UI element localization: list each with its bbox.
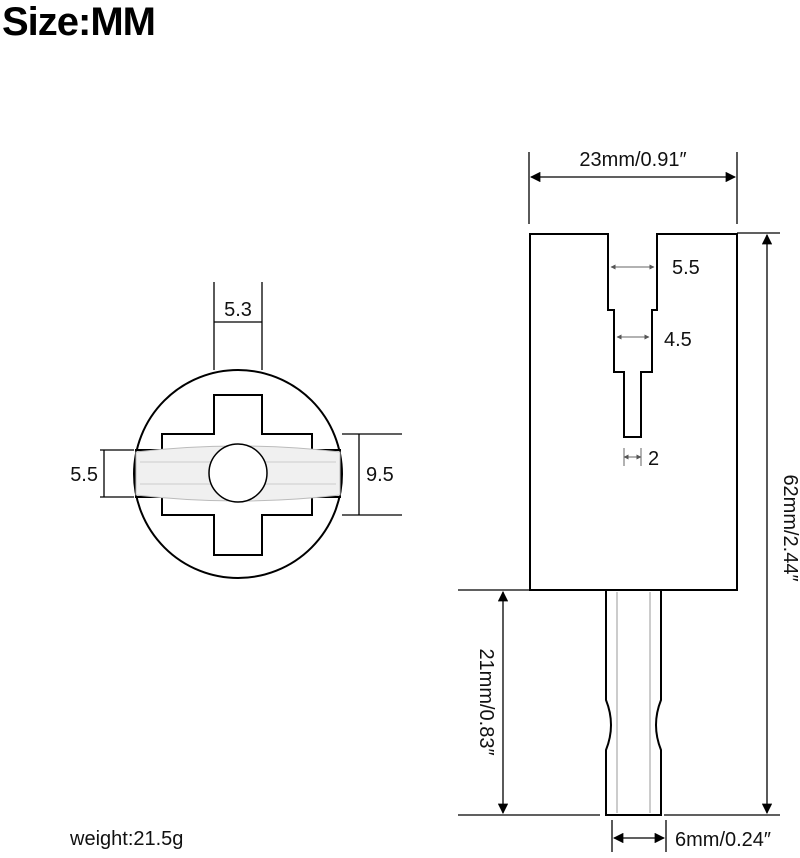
dim-slot-width-3: 2: [648, 448, 659, 470]
dim-slot-width-2: 4.5: [664, 329, 692, 351]
dim-total-height: 62mm/2.44″: [779, 474, 800, 581]
side-view-shaft: [605, 589, 662, 816]
dim-shaft-length: 21mm/0.83″: [475, 648, 497, 755]
dim-slot-width-1: 5.5: [672, 257, 700, 279]
total-height-dimension: [664, 232, 780, 816]
front-view: [133, 369, 343, 579]
shaft-length-dimension: [458, 589, 600, 816]
dim-top-width: 23mm/0.91″: [579, 149, 686, 171]
dim-slot-top-width: 5.3: [224, 299, 252, 321]
dim-shaft-width: 6mm/0.24″: [675, 829, 771, 851]
weight-label: weight:21.5g: [69, 828, 183, 850]
slot-dimensions: [610, 264, 655, 466]
shaft-width-dimension: [611, 820, 667, 852]
size-unit-title: Size:MM: [2, 0, 156, 44]
front-view-dimensions: [100, 282, 402, 516]
top-width-dimension: [528, 152, 738, 224]
dim-slot-height-left: 5.5: [70, 464, 98, 486]
side-view: [529, 233, 738, 816]
center-hole: [208, 443, 268, 503]
dim-slot-height-right: 9.5: [366, 464, 394, 486]
side-view-body: [529, 233, 738, 591]
